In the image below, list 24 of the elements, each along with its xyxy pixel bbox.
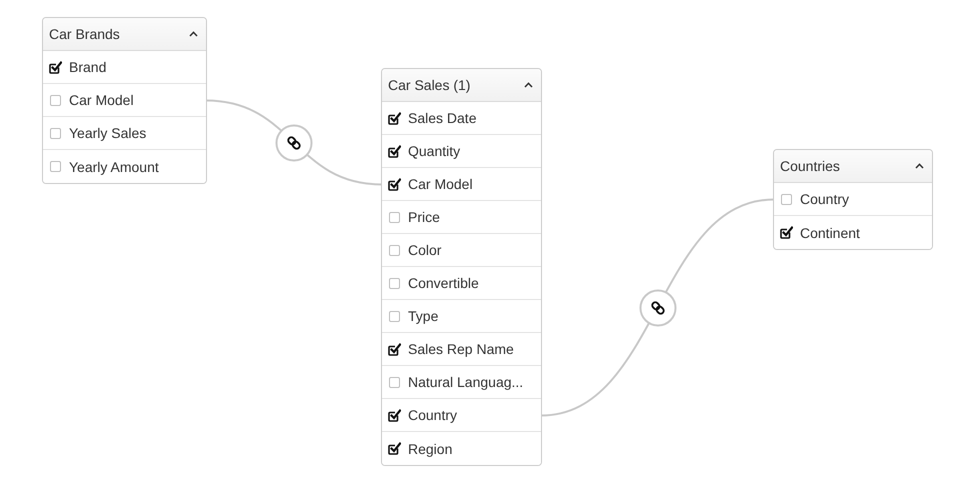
field-label: Yearly Sales [69,125,146,141]
table-card [42,17,207,184]
card-title: Car Sales (1) [388,77,470,93]
field-label: Sales Rep Name [408,341,514,357]
field-label: Car Model [69,92,134,108]
field-label: Car Model [408,176,473,192]
field-label: Convertible [408,275,479,291]
field-label: Price [408,209,440,225]
table-card [773,149,933,250]
field-label: Color [408,242,442,258]
field-label: Natural Languag... [408,374,524,390]
field-label: Yearly Amount [69,158,159,174]
field-label: Type [408,308,438,324]
field-label: Continent [800,224,860,240]
field-label: Brand [69,59,106,75]
field-label: Country [408,407,458,423]
card-title: Countries [780,158,840,174]
field-label: Quantity [408,143,460,159]
card-title: Car Brands [49,26,120,42]
field-label: Country [800,191,850,207]
connector-line [540,198,774,416]
table-card [381,68,542,466]
field-label: Sales Date [408,110,476,126]
field-label: Region [408,440,452,456]
